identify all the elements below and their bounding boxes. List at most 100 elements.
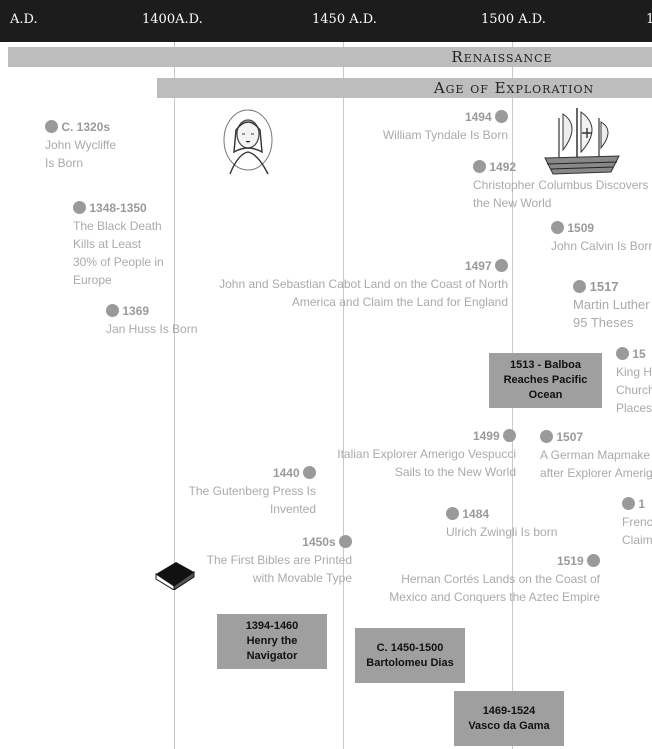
year-label: 1450 A.D. bbox=[312, 12, 377, 27]
event-dot bbox=[473, 160, 486, 173]
era-bar-exploration: Age of Exploration bbox=[157, 78, 652, 98]
box-line: 1513 - Balboa bbox=[510, 359, 581, 371]
event-dot bbox=[495, 110, 508, 123]
event-date: 1517 bbox=[589, 279, 619, 294]
event-date: 1519 bbox=[556, 554, 584, 568]
event-date: 1507 bbox=[556, 430, 584, 444]
event-king-henry: 15 King H Church Places bbox=[616, 345, 652, 417]
event-text: John Wycliffe bbox=[45, 138, 117, 152]
portrait-icon bbox=[223, 109, 273, 175]
event-date: 1369 bbox=[122, 304, 150, 318]
event-calvin: 1509 John Calvin Is Born bbox=[551, 219, 652, 255]
event-date: 1348-1350 bbox=[89, 201, 147, 215]
box-henry-navigator: 1394-1460 Henry the Navigator bbox=[217, 614, 327, 669]
event-text: John and Sebastian Cabot Land on the Coa… bbox=[219, 277, 508, 291]
event-text: John Calvin Is Born bbox=[551, 239, 652, 253]
event-dot bbox=[106, 304, 119, 317]
event-wycliffe: C. 1320s John Wycliffe Is Born bbox=[45, 118, 116, 172]
event-text: Martin Luther bbox=[573, 297, 650, 312]
event-date: 1494 bbox=[464, 110, 492, 124]
event-text: Ulrich Zwingli Is born bbox=[446, 525, 558, 539]
event-date: 15 bbox=[632, 347, 646, 361]
event-text: 95 Theses bbox=[573, 315, 634, 330]
ship-icon bbox=[544, 108, 620, 175]
event-mapmaker: 1507 A German Mapmake after Explorer Ame… bbox=[540, 428, 652, 482]
era-bar-renaissance: Renaissance bbox=[8, 47, 652, 67]
box-line: C. 1450-1500 bbox=[376, 641, 444, 654]
box-line: Vasco da Gama bbox=[468, 719, 550, 732]
box-balboa: 1513 - Balboa Reaches Pacific Ocean bbox=[489, 353, 602, 408]
event-text: Christopher Columbus Discovers bbox=[473, 178, 649, 192]
event-text: William Tyndale Is Born bbox=[382, 128, 508, 142]
event-luther: 1517 Martin Luther 95 Theses bbox=[573, 278, 650, 332]
event-text: Europe bbox=[73, 273, 112, 287]
event-dot bbox=[616, 347, 629, 360]
era-label: Renaissance bbox=[451, 48, 553, 66]
event-text: Church bbox=[616, 383, 652, 397]
box-bartolomeu-dias: C. 1450-1500 Bartolomeu Dias bbox=[355, 628, 465, 683]
event-cabot: 1497 John and Sebastian Cabot Land on th… bbox=[196, 257, 508, 311]
event-text: Sails to the New World bbox=[394, 465, 516, 479]
event-text: after Explorer Amerig bbox=[540, 466, 652, 480]
event-text: Kills at Least bbox=[73, 237, 142, 251]
event-dot bbox=[503, 429, 516, 442]
box-line: Henry the bbox=[246, 635, 298, 647]
event-text: America and Claim the Land for England bbox=[291, 295, 508, 309]
box-vasco-da-gama: 1469-1524 Vasco da Gama bbox=[454, 691, 564, 746]
event-text: 30% of People in bbox=[73, 255, 164, 269]
event-dot bbox=[73, 201, 86, 214]
event-bibles: 1450s The First Bibles are Printed with … bbox=[196, 533, 352, 587]
book-icon bbox=[155, 562, 195, 590]
event-columbus: 1492 Christopher Columbus Discovers the … bbox=[473, 158, 648, 212]
event-text: Jan Huss Is Born bbox=[106, 322, 198, 336]
event-date: C. 1320s bbox=[61, 120, 111, 134]
box-line: 1469-1524 bbox=[482, 704, 536, 717]
event-french: 1 Frenc Claim bbox=[622, 495, 652, 549]
event-text: Places bbox=[616, 401, 652, 415]
event-dot bbox=[339, 535, 352, 548]
event-jan-huss: 1369 Jan Huss Is Born bbox=[106, 302, 197, 338]
event-dot bbox=[45, 120, 58, 133]
box-line: Navigator bbox=[246, 650, 298, 662]
event-gutenberg: 1440 The Gutenberg Press Is Invented bbox=[180, 464, 316, 518]
year-label: 1500 A.D. bbox=[481, 12, 546, 27]
event-text: A German Mapmake bbox=[540, 448, 651, 462]
event-date: 1 bbox=[638, 497, 646, 511]
event-dot bbox=[622, 497, 635, 510]
event-date: 1484 bbox=[462, 507, 490, 521]
event-text: Mexico and Conquers the Aztec Empire bbox=[389, 590, 600, 604]
event-date: 1497 bbox=[464, 259, 492, 273]
event-text: Hernan Cortés Lands on the Coast of bbox=[401, 572, 600, 586]
box-line: Reaches Pacific bbox=[503, 374, 588, 386]
event-date: 1440 bbox=[272, 466, 300, 480]
event-text: King H bbox=[616, 365, 652, 379]
event-text: the New World bbox=[473, 196, 552, 210]
event-dot bbox=[573, 280, 586, 293]
year-label: A.D. bbox=[10, 12, 38, 27]
event-date: 1509 bbox=[567, 221, 595, 235]
event-text: The First Bibles are Printed bbox=[206, 553, 352, 567]
event-text: Invented bbox=[269, 502, 316, 516]
year-label: 1 bbox=[646, 12, 652, 27]
event-text: Italian Explorer Amerigo Vespucci bbox=[337, 447, 516, 461]
event-zwingli: 1484 Ulrich Zwingli Is born bbox=[446, 505, 557, 541]
event-dot bbox=[540, 430, 553, 443]
event-dot bbox=[446, 507, 459, 520]
event-text: with Movable Type bbox=[252, 571, 352, 585]
event-text: Claim bbox=[622, 533, 652, 547]
event-text: The Gutenberg Press Is bbox=[188, 484, 316, 498]
event-text: The Black Death bbox=[73, 219, 162, 233]
box-line: Bartolomeu Dias bbox=[366, 656, 454, 669]
event-dot bbox=[551, 221, 564, 234]
event-date: 1499 bbox=[472, 429, 500, 443]
event-dot bbox=[587, 554, 600, 567]
gridline-1400 bbox=[174, 42, 175, 749]
timeline-axis: A.D. 1400A.D. 1450 A.D. 1500 A.D. 1 bbox=[0, 0, 652, 42]
event-date: 1450s bbox=[302, 535, 336, 549]
event-cortes: 1519 Hernan Cortés Lands on the Coast of… bbox=[380, 552, 600, 606]
event-tyndale: 1494 William Tyndale Is Born bbox=[356, 108, 508, 144]
box-line: 1394-1460 bbox=[245, 620, 299, 632]
event-black-death: 1348-1350 The Black Death Kills at Least… bbox=[73, 199, 164, 289]
box-line: Ocean bbox=[528, 389, 563, 401]
event-text: Frenc bbox=[622, 515, 652, 529]
